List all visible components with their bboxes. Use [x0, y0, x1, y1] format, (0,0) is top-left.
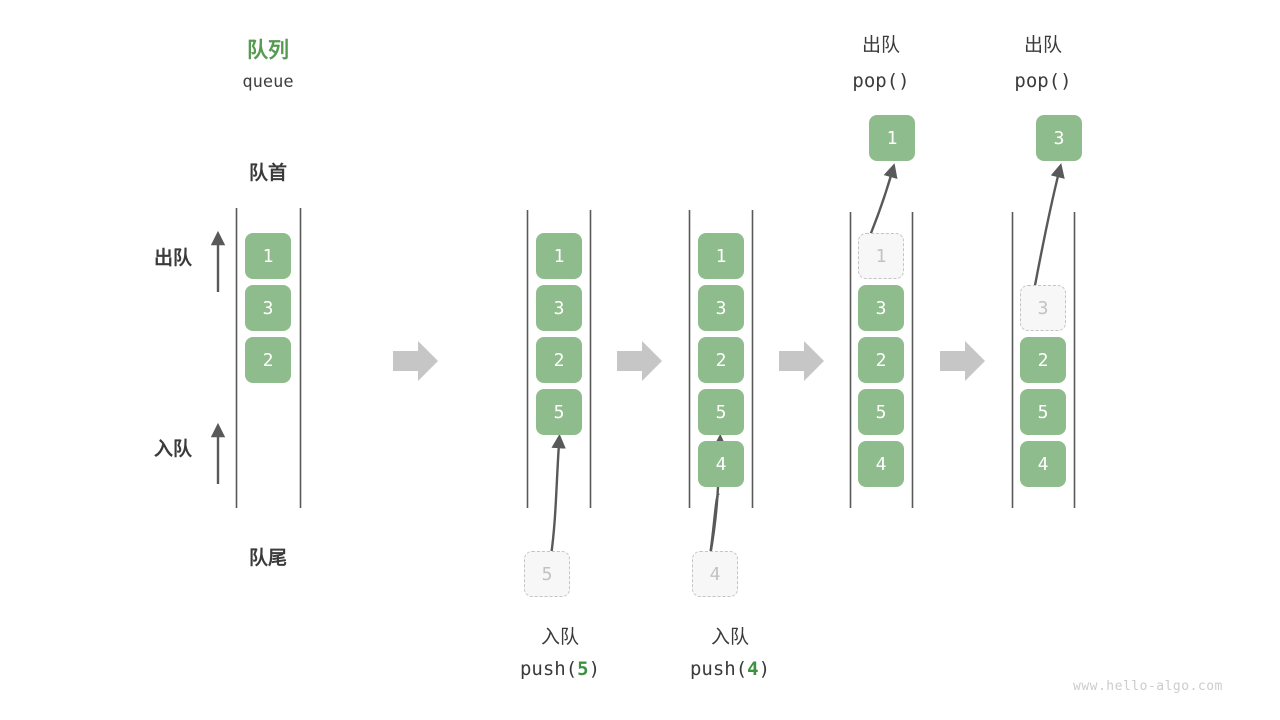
queue-cell: 1: [536, 233, 582, 279]
queue-cell: 5: [858, 389, 904, 435]
push-5-code-suffix: ): [588, 658, 601, 680]
queue-cell: 1: [245, 233, 291, 279]
pop-3-label-code: pop(): [1014, 70, 1072, 92]
queue-cell: 2: [698, 337, 744, 383]
step-arrow-4: [940, 341, 985, 381]
dequeue-side-label: 出队: [153, 248, 192, 269]
queue-cell: 4: [858, 441, 904, 487]
queue-cell: 2: [1020, 337, 1066, 383]
push-4-label-code: push(4): [650, 658, 810, 680]
enqueue-side-label: 入队: [153, 439, 192, 460]
queue-cell: 3: [698, 285, 744, 331]
queue-cell: 2: [858, 337, 904, 383]
step-arrow-3: [779, 341, 824, 381]
push-5-code-prefix: push(: [519, 658, 578, 680]
queue-cell: 5: [1020, 389, 1066, 435]
push-5-arrow: [549, 433, 566, 557]
pop-1-label-code: pop(): [852, 70, 910, 92]
rear-label: 队尾: [248, 548, 287, 569]
queue-cell-removed: 3: [1020, 285, 1066, 331]
push-4-code-suffix: ): [758, 658, 771, 680]
queue-cell: 3: [858, 285, 904, 331]
incoming-value-ghost: 4: [692, 551, 738, 597]
incoming-value-ghost: 5: [524, 551, 570, 597]
watermark: www.hello-algo.com: [1073, 679, 1223, 694]
queue-cell-vacant: [1020, 233, 1066, 279]
queue-cell-new: 4: [698, 441, 744, 487]
popped-value: 3: [1036, 115, 1082, 161]
queue-title-cn: 队列: [247, 39, 289, 62]
queue-cell: 1: [698, 233, 744, 279]
queue-cell: 2: [245, 337, 291, 383]
pop-1-label-cn: 出队: [861, 35, 900, 56]
push-4-arrow: [708, 493, 721, 557]
queue-cell: 5: [698, 389, 744, 435]
push-5-label-cn: 入队: [540, 627, 579, 648]
step-arrow-2: [617, 341, 662, 381]
queue-cell-removed: 1: [858, 233, 904, 279]
front-label: 队首: [248, 163, 287, 184]
queue-cell: 4: [1020, 441, 1066, 487]
queue-cell: 2: [536, 337, 582, 383]
queue-title-en: queue: [242, 72, 294, 92]
push-5-label-code: push(5): [480, 658, 640, 680]
push-4-label-cn: 入队: [710, 627, 749, 648]
queue-cell: 3: [536, 285, 582, 331]
popped-value: 1: [869, 115, 915, 161]
push-4-code-prefix: push(: [689, 658, 748, 680]
step-arrow-1: [393, 341, 438, 381]
queue-cell: 3: [245, 285, 291, 331]
pop-3-label-cn: 出队: [1023, 35, 1062, 56]
queue-cell-new: 5: [536, 389, 582, 435]
push-4-code-arg: 4: [747, 658, 759, 680]
push-5-code-arg: 5: [577, 658, 589, 680]
